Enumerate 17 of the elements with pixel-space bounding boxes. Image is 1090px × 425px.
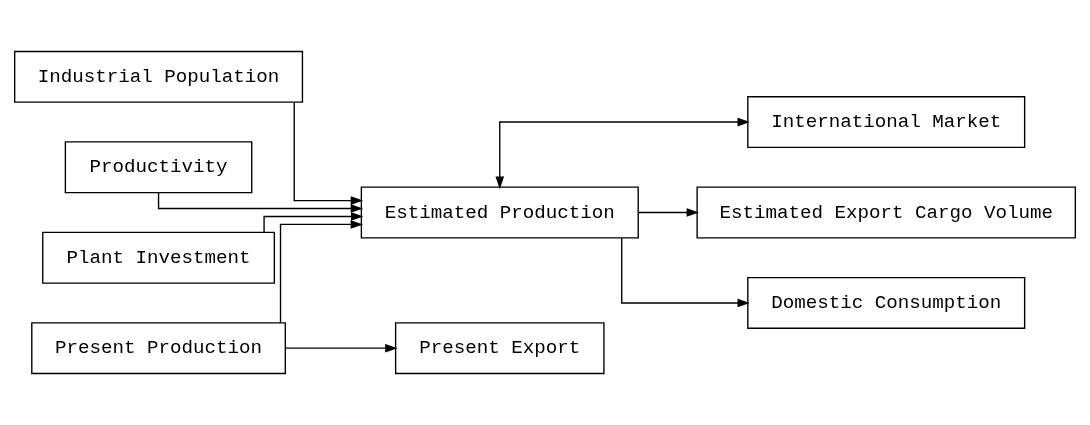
node-box: Present Export [394,322,605,375]
node-box: Estimated Export Cargo Volume [696,186,1076,239]
node-box: Domestic Consumption [747,276,1026,329]
arrow [284,343,398,353]
arrow [495,117,750,189]
arrow [279,220,363,324]
arrow [157,192,364,213]
node-box: International Market [747,96,1026,149]
node-box: Estimated Production [360,186,639,239]
arrow [293,101,364,205]
node-box: Present Production [31,322,286,375]
node-box: Productivity [64,141,253,194]
arrow [263,212,364,233]
arrow [637,208,699,217]
node-box: Industrial Population [14,50,304,103]
node-box: Plant Investment [42,231,276,284]
arrow [621,237,750,308]
